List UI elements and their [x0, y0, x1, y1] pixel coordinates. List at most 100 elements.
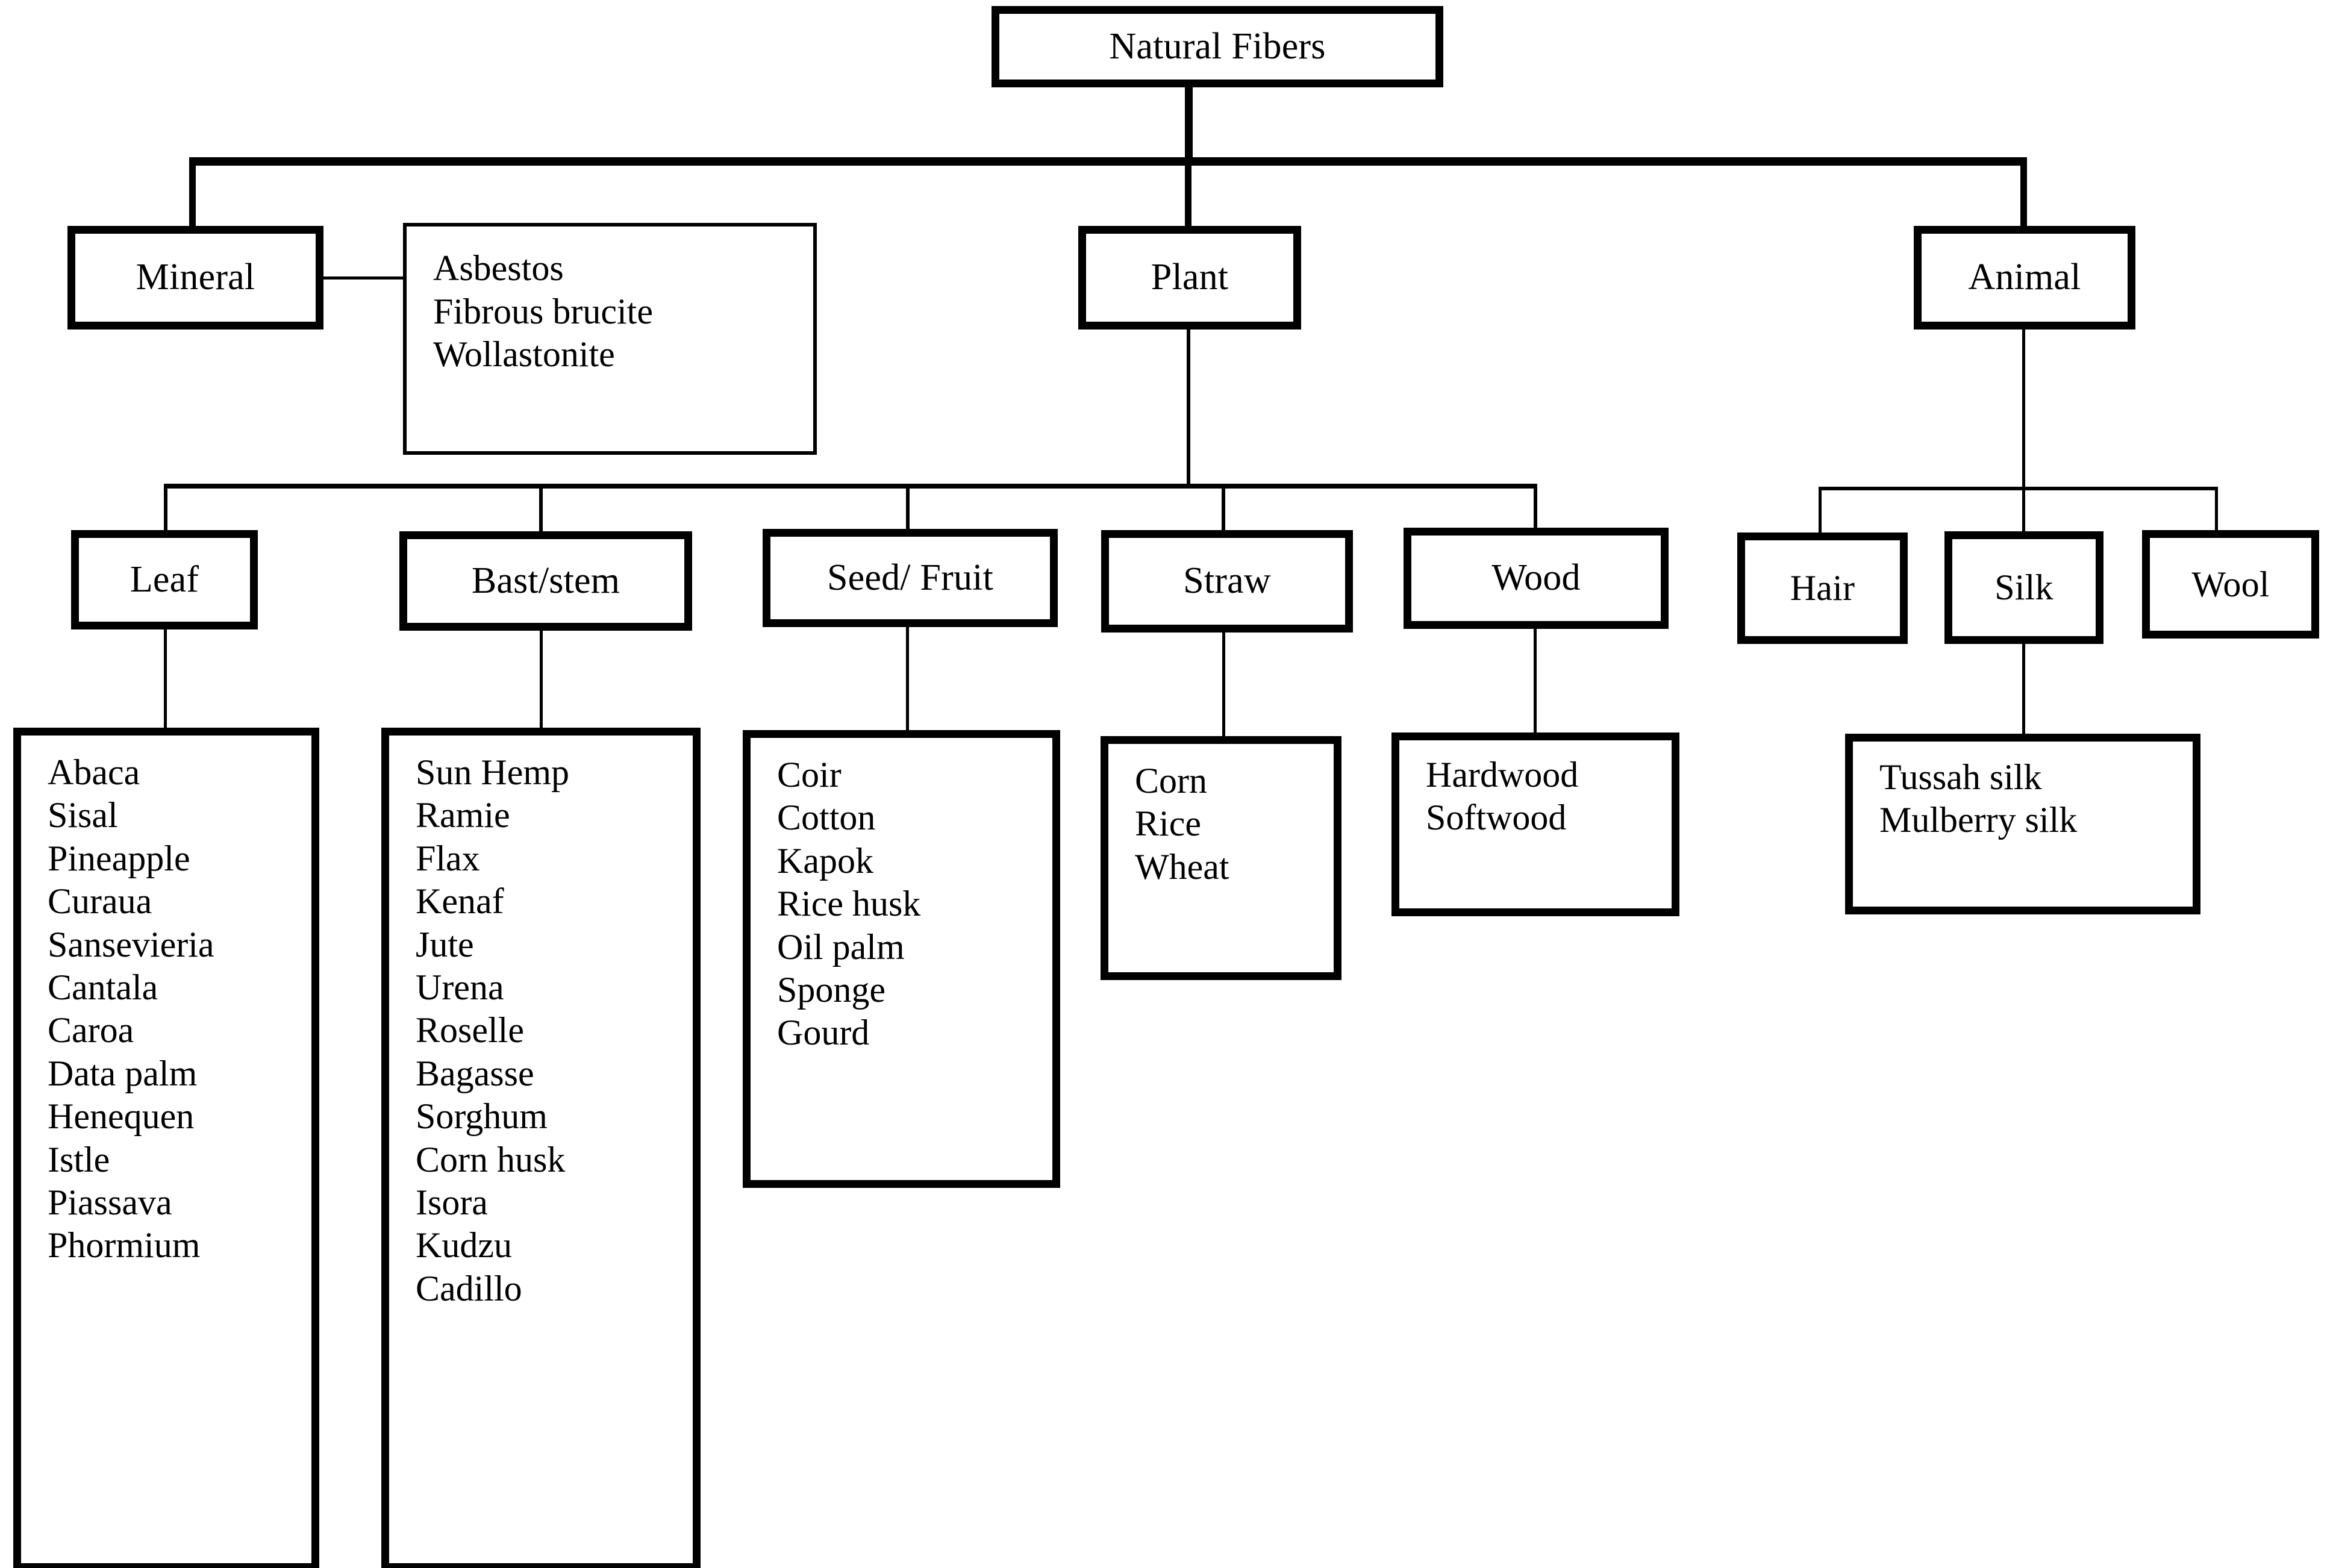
list-item: Mulberry silk — [1879, 800, 2078, 840]
edge-plant-bus — [164, 484, 1537, 489]
list-item: Phormium — [48, 1225, 201, 1266]
node-silk-label: Silk — [1994, 567, 2053, 607]
box-bast-items[interactable]: Sun Hemp Ramie Flax Kenaf Jute Urena Ros… — [381, 728, 701, 1568]
list-item: Kapok — [777, 840, 873, 881]
list-item: Istle — [48, 1139, 110, 1179]
list-item: Oil palm — [777, 926, 905, 967]
edge-silk-to-items — [2022, 644, 2025, 736]
leaf-item-list: Abaca Sisal Pineapple Curaua Sansevieria… — [21, 736, 311, 1267]
box-seed-items[interactable]: Coir Cotton Kapok Rice husk Oil palm Spo… — [743, 730, 1060, 1188]
node-straw[interactable]: Straw — [1101, 530, 1353, 633]
edge-drop-straw — [1222, 486, 1225, 533]
seed-item-list: Coir Cotton Kapok Rice husk Oil palm Spo… — [751, 738, 1052, 1055]
edge-animal-bus — [1819, 487, 2218, 490]
list-item: Sponge — [777, 969, 885, 1010]
list-item: Jute — [416, 924, 474, 964]
node-plant[interactable]: Plant — [1078, 226, 1301, 330]
node-wool[interactable]: Wool — [2142, 530, 2319, 639]
list-item: Cantala — [48, 967, 158, 1007]
list-item: Flax — [416, 838, 480, 878]
edge-drop-leaf — [164, 486, 167, 533]
edge-drop-seed — [906, 486, 910, 533]
node-hair[interactable]: Hair — [1737, 533, 1908, 644]
node-silk[interactable]: Silk — [1944, 531, 2103, 644]
node-plant-label: Plant — [1151, 257, 1229, 298]
list-item: Corn husk — [416, 1139, 566, 1179]
silk-item-list: Tussah silk Mulberry silk — [1853, 742, 2193, 842]
list-item: Sisal — [48, 795, 118, 836]
list-item: Abaca — [48, 752, 140, 792]
list-item: Pineapple — [48, 838, 190, 878]
list-item: Wollastonite — [433, 334, 615, 375]
edge-drop-animal — [2020, 161, 2027, 228]
box-mineral-items[interactable]: Asbestos Fibrous brucite Wollastonite — [403, 223, 817, 455]
node-animal[interactable]: Animal — [1914, 226, 2135, 330]
box-silk-items[interactable]: Tussah silk Mulberry silk — [1845, 734, 2200, 914]
edge-straw-to-items — [1222, 633, 1225, 736]
list-item: Coir — [777, 755, 842, 795]
list-item: Sansevieria — [48, 924, 214, 964]
list-item: Asbestos — [433, 248, 564, 288]
wood-item-list: Hardwood Softwood — [1399, 740, 1672, 840]
list-item: Piassava — [48, 1182, 172, 1222]
list-item: Cotton — [777, 798, 876, 838]
node-seed-fruit[interactable]: Seed/ Fruit — [763, 529, 1058, 627]
node-leaf-label: Leaf — [130, 558, 199, 600]
node-wood[interactable]: Wood — [1404, 528, 1669, 629]
edge-seed-to-items — [906, 627, 909, 730]
edge-drop-silk — [2022, 489, 2025, 534]
box-straw-items[interactable]: Corn Rice Wheat — [1101, 736, 1341, 980]
list-item: Hardwood — [1426, 755, 1579, 795]
list-item: Curaua — [48, 881, 152, 922]
list-item: Henequen — [48, 1096, 195, 1137]
list-item: Corn — [1135, 761, 1207, 801]
list-item: Kudzu — [416, 1225, 512, 1266]
edge-wood-to-items — [1534, 629, 1537, 732]
edge-mineral-to-details — [323, 276, 403, 280]
edge-drop-bast — [539, 486, 543, 533]
list-item: Sorghum — [416, 1096, 548, 1137]
node-mineral[interactable]: Mineral — [67, 226, 323, 330]
list-item: Kenaf — [416, 881, 504, 922]
edge-drop-wool — [2215, 489, 2218, 534]
list-item: Cadillo — [416, 1268, 522, 1308]
node-natural-fibers-label: Natural Fibers — [1109, 25, 1326, 67]
list-item: Urena — [416, 967, 504, 1007]
node-mineral-label: Mineral — [136, 257, 255, 298]
node-wood-label: Wood — [1491, 557, 1581, 599]
list-item: Tussah silk — [1879, 757, 2042, 797]
edge-top-bus — [189, 157, 2027, 166]
list-item: Rice husk — [777, 884, 921, 924]
list-item: Isora — [416, 1182, 488, 1222]
list-item: Caroa — [48, 1010, 134, 1051]
node-straw-label: Straw — [1183, 560, 1271, 602]
list-item: Softwood — [1426, 798, 1567, 838]
node-leaf[interactable]: Leaf — [71, 530, 258, 629]
edge-bast-to-items — [540, 631, 543, 731]
node-animal-label: Animal — [1968, 257, 2081, 298]
list-item: Ramie — [416, 795, 510, 836]
node-seed-fruit-label: Seed/ Fruit — [826, 557, 994, 598]
straw-item-list: Corn Rice Wheat — [1108, 744, 1334, 889]
box-wood-items[interactable]: Hardwood Softwood — [1391, 732, 1679, 916]
list-item: Roselle — [416, 1010, 524, 1051]
node-natural-fibers[interactable]: Natural Fibers — [992, 6, 1443, 87]
edge-root-stem — [1185, 87, 1193, 161]
list-item: Fibrous brucite — [433, 291, 653, 331]
list-item: Rice — [1135, 804, 1201, 844]
node-bast-stem[interactable]: Bast/stem — [399, 531, 692, 631]
node-wool-label: Wool — [2191, 564, 2270, 604]
box-leaf-items[interactable]: Abaca Sisal Pineapple Curaua Sansevieria… — [13, 728, 319, 1568]
edge-drop-mineral — [189, 161, 196, 228]
list-item: Bagasse — [416, 1053, 534, 1093]
list-item: Sun Hemp — [416, 752, 569, 792]
node-hair-label: Hair — [1790, 568, 1855, 608]
edge-drop-hair — [1819, 489, 1822, 534]
mineral-item-list: Asbestos Fibrous brucite Wollastonite — [407, 226, 813, 376]
bast-item-list: Sun Hemp Ramie Flax Kenaf Jute Urena Ros… — [389, 736, 693, 1310]
edge-animal-stem — [2022, 330, 2025, 489]
list-item: Wheat — [1135, 846, 1229, 887]
edge-plant-stem — [1187, 330, 1190, 486]
list-item: Gourd — [777, 1013, 870, 1053]
